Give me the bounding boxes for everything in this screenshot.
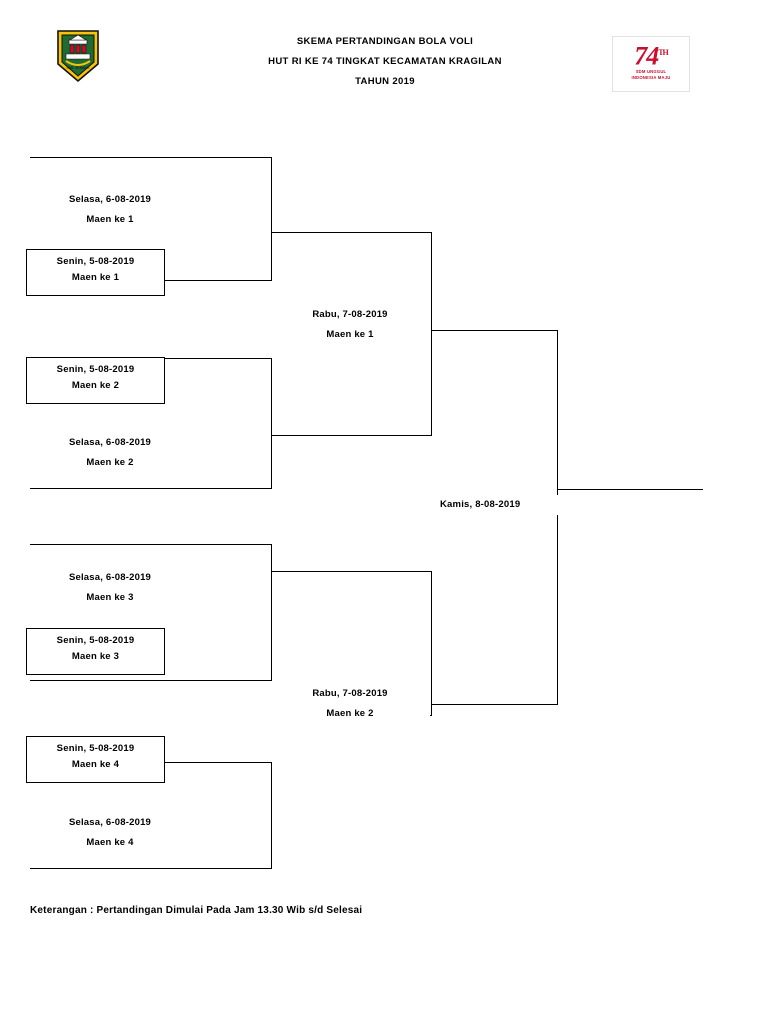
title-line-1: SKEMA PERTANDINGAN BOLA VOLI: [296, 36, 474, 47]
slot-line2: Maen ke 3: [86, 592, 134, 603]
slot-line1: Kamis, 8-08-2019: [440, 499, 521, 510]
slot-line2: Maen ke 1: [71, 272, 120, 283]
bracket-slot-r2-m1: Rabu, 7-08-2019 Maen ke 1: [270, 305, 430, 345]
bracket-line-r2m1-vert: [431, 232, 432, 436]
slot-line1: Senin, 5-08-2019: [56, 256, 135, 267]
bracket-slot-r1-m1-a: Selasa, 6-08-2019 Maen ke 1: [30, 190, 190, 230]
slot-line1: Senin, 5-08-2019: [56, 635, 135, 646]
slot-line1: Senin, 5-08-2019: [56, 743, 135, 754]
bracket-line-r1m2-vert: [271, 358, 272, 489]
hut-ri-74-logo: 74TH SDM UNGGUL INDONESIA MAJU: [612, 36, 690, 92]
slot-line2: Maen ke 4: [71, 759, 120, 770]
slot-line2: Maen ke 2: [71, 380, 120, 391]
bracket-line-r1m1-top: [30, 157, 272, 158]
bracket-line-r1m2-bottom: [30, 488, 272, 489]
slot-line2: Maen ke 4: [86, 837, 134, 848]
bracket-line-r2m2-top: [271, 571, 432, 572]
bracket-slot-r1-m1-b: Senin, 5-08-2019 Maen ke 1: [26, 249, 165, 296]
bracket-slot-r1-m4-b: Selasa, 6-08-2019 Maen ke 4: [30, 813, 190, 853]
slot-line2: Maen ke 1: [326, 329, 374, 340]
slot-line1: Selasa, 6-08-2019: [68, 572, 152, 583]
bracket-slot-final: Kamis, 8-08-2019: [440, 495, 570, 515]
bracket-slot-r1-m3-b: Senin, 5-08-2019 Maen ke 3: [26, 628, 165, 675]
hut-logo-tagline: SDM UNGGUL INDONESIA MAJU: [613, 69, 689, 81]
slot-line2: Maen ke 3: [71, 651, 120, 662]
title-line-3: TAHUN 2019: [355, 76, 415, 87]
title-line-2: HUT RI KE 74 TINGKAT KECAMATAN KRAGILAN: [268, 56, 502, 67]
bracket-slot-r1-m3-a: Selasa, 6-08-2019 Maen ke 3: [30, 568, 190, 608]
bracket-slot-r2-m2: Rabu, 7-08-2019 Maen ke 2: [270, 684, 430, 724]
bracket-line-r1m1-vert: [271, 157, 272, 281]
bracket-line-r2m2-vert: [431, 571, 432, 716]
slot-line1: Rabu, 7-08-2019: [312, 309, 388, 320]
bracket-line-final-vert: [557, 330, 558, 705]
bracket-line-r2m1-bottom: [271, 435, 432, 436]
bracket-slot-r1-m4-a: Senin, 5-08-2019 Maen ke 4: [26, 736, 165, 783]
slot-line1: Selasa, 6-08-2019: [68, 194, 152, 205]
slot-line1: Rabu, 7-08-2019: [312, 688, 388, 699]
bracket-line-r1m4-vert: [271, 762, 272, 869]
hut-logo-tagline-1: SDM UNGGUL: [635, 69, 667, 74]
bracket-line-final-bottom: [431, 704, 558, 705]
bracket-slot-r1-m2-a: Senin, 5-08-2019 Maen ke 2: [26, 357, 165, 404]
kabupaten-serang-crest-icon: KAB. SERANG: [56, 28, 100, 84]
bracket-line-r1m3-top: [30, 544, 272, 545]
hut-logo-sup: TH: [658, 48, 669, 57]
bracket-line-champion: [557, 489, 703, 490]
page-title: SKEMA PERTANDINGAN BOLA VOLI HUT RI KE 7…: [180, 32, 590, 92]
footer-note: Keterangan : Pertandingan Dimulai Pada J…: [30, 905, 363, 916]
slot-line1: Senin, 5-08-2019: [56, 364, 135, 375]
hut-logo-number-text: 74: [634, 41, 659, 71]
hut-logo-tagline-2: INDONESIA MAJU: [631, 75, 671, 80]
bracket-slot-r1-m2-b: Selasa, 6-08-2019 Maen ke 2: [30, 433, 190, 473]
page-header: KAB. SERANG SKEMA PERTANDINGAN BOLA VOLI…: [0, 0, 768, 120]
bracket-line-r1m3-vert: [271, 544, 272, 681]
bracket-line-final-top: [431, 330, 558, 331]
hut-logo-number: 74TH: [613, 39, 689, 71]
bracket-line-r1m4-bottom: [30, 868, 272, 869]
slot-line2: Maen ke 1: [86, 214, 134, 225]
slot-line1: Selasa, 6-08-2019: [68, 437, 152, 448]
slot-line2: Maen ke 2: [86, 457, 134, 468]
bracket-line-r1m3-bottom: [30, 680, 272, 681]
slot-line1: Selasa, 6-08-2019: [68, 817, 152, 828]
bracket-line-r2m1-top: [271, 232, 432, 233]
slot-line2: Maen ke 2: [326, 708, 374, 719]
svg-text:KAB. SERANG: KAB. SERANG: [67, 66, 90, 70]
